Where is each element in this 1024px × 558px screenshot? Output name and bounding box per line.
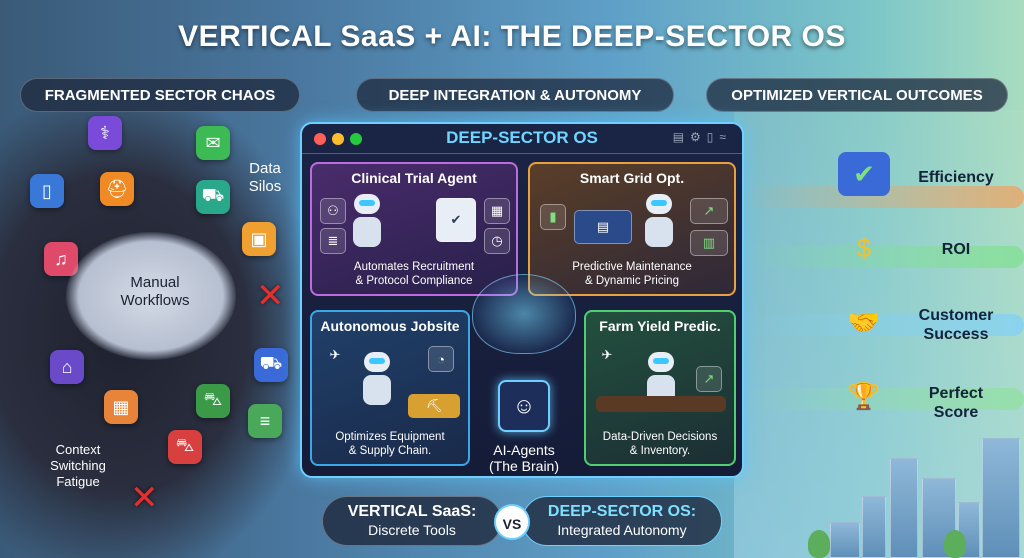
header-integration: DEEP INTEGRATION & AUTONOMY: [356, 78, 674, 112]
car-icon: ⛟: [254, 348, 288, 382]
soil-crops-icon: [596, 396, 726, 412]
panel-autonomous-jobsite[interactable]: Autonomous Jobsite ✈ ◔ ⛏ Optimizes Equip…: [310, 310, 470, 466]
panel-description: Optimizes Equipment & Supply Chain.: [335, 431, 445, 457]
building: [890, 458, 918, 558]
outcome-efficiency: Efficiency: [918, 169, 994, 186]
error-x-icon: ✕: [256, 277, 285, 315]
panel-title: Smart Grid Opt.: [579, 170, 685, 186]
header-outcomes: OPTIMIZED VERTICAL OUTCOMES: [706, 78, 1008, 112]
coins-growth-icon: $: [856, 232, 872, 263]
bar-chart-icon: ▥: [690, 230, 728, 256]
robot-icon: [358, 352, 396, 408]
gauge-icon: ◔: [428, 346, 454, 372]
trophy-icon: 🏆: [847, 380, 881, 411]
flow-stream: [744, 186, 1024, 208]
manual-workflows-label: Manual Workflows: [120, 274, 190, 309]
minimize-dot[interactable]: [332, 133, 344, 145]
panel-description: Predictive Maintenance & Dynamic Pricing: [572, 261, 692, 287]
panel-title: Autonomous Jobsite: [320, 318, 460, 334]
ai-agents-label: AI-Agents (The Brain): [488, 442, 560, 474]
calendar-icon: ▦: [484, 198, 510, 224]
hard-hat-icon: ⛑: [100, 172, 134, 206]
chat-icon[interactable]: ▤: [672, 130, 691, 144]
vs-badge: VS: [494, 504, 530, 540]
wifi-icon[interactable]: ≈: [719, 130, 732, 144]
brain-icon: [472, 274, 576, 354]
os-toolbar-icons: ▤⚙▯≈: [673, 130, 732, 144]
clock-icon: ◷: [484, 228, 510, 254]
panel-clinical-trial[interactable]: Clinical Trial Agent ⚇ ≣ ✔ ▦ ◷ Automates…: [310, 162, 518, 296]
maximize-dot[interactable]: [350, 133, 362, 145]
doc-icon[interactable]: ▯: [706, 130, 720, 144]
close-dot[interactable]: [314, 133, 326, 145]
vertical-saas-pill: VERTICAL SaaS: Discrete Tools: [322, 496, 502, 546]
panel-title: Clinical Trial Agent: [351, 170, 477, 186]
flow-stream: [744, 314, 1024, 336]
drone-icon: ✈: [329, 347, 341, 362]
outcome-roi: ROI: [941, 241, 971, 258]
ai-chip-robot-icon: ☺: [498, 380, 550, 432]
list-icon: ≣: [320, 228, 346, 254]
chat-icon: ✉: [196, 126, 230, 160]
error-x-icon: ✕: [130, 479, 159, 517]
tree: [808, 530, 830, 558]
deep-sector-os-pill: DEEP-SECTOR OS: Integrated Autonomy: [522, 496, 722, 546]
stethoscope-icon: ⚕: [88, 116, 122, 150]
drone-icon: ✈: [601, 347, 613, 362]
robot-icon: [348, 194, 386, 250]
building: [830, 522, 860, 558]
os-title: DEEP-SECTOR OS: [446, 128, 598, 147]
excavator-icon: ⛏: [408, 394, 460, 418]
panel-description: Automates Recruitment & Protocol Complia…: [353, 261, 475, 287]
tractor-icon: ⛍: [168, 430, 202, 464]
chart-growth-icon: ↗: [690, 198, 728, 224]
page-title: VERTICAL SaaS + AI: THE DEEP-SECTOR OS: [178, 20, 846, 53]
handshake-icon: 🤝: [847, 306, 881, 337]
manual-workflows-cloud: [66, 232, 236, 360]
flow-stream: [744, 388, 1024, 410]
deep-sector-os-window: DEEP-SECTOR OS ▤⚙▯≈ Clinical Trial Agent…: [300, 122, 744, 478]
building: [862, 496, 886, 558]
package-icon: ▦: [104, 390, 138, 424]
context-switching-label: Context Switching Fatigue: [50, 442, 106, 489]
panel-farm-yield[interactable]: Farm Yield Predic. ✈ ↗ Data-Driven Decis…: [584, 310, 736, 466]
os-title-bar: DEEP-SECTOR OS ▤⚙▯≈: [302, 124, 742, 154]
outcome-customer-success: Customer Success: [918, 307, 994, 343]
chart-growth-icon: ↗: [696, 366, 722, 392]
phone-icon: ▯: [30, 174, 64, 208]
robot-icon: [640, 194, 678, 250]
building: [982, 438, 1020, 558]
solar-panel-icon: ▤: [574, 210, 632, 244]
car-icon: ⛟: [196, 180, 230, 214]
field-icon: ≡: [248, 404, 282, 438]
user-icon: ⚇: [320, 198, 346, 224]
tractor-icon: ⛍: [196, 384, 230, 418]
bank-icon: ⌂: [50, 350, 84, 384]
tree: [944, 530, 966, 558]
battery-icon: ▮: [540, 204, 566, 230]
music-icon: ♫: [44, 242, 78, 276]
comparison-bar: VERTICAL SaaS: Discrete Tools DEEP-SECTO…: [322, 496, 722, 546]
outcome-perfect-score: Perfect Score: [928, 385, 984, 421]
data-silos-label: Data Silos: [248, 160, 282, 195]
flow-stream: [744, 246, 1024, 268]
clipboard-icon: ✔: [436, 198, 476, 242]
blueprint-check-icon: ✔: [838, 152, 890, 196]
panel-description: Data-Driven Decisions & Inventory.: [602, 431, 718, 457]
gear-icon[interactable]: ⚙: [690, 130, 707, 144]
panel-title: Farm Yield Predic.: [599, 318, 721, 334]
header-chaos: FRAGMENTED SECTOR CHAOS: [20, 78, 300, 112]
shopping-bag-icon: ▣: [242, 222, 276, 256]
panel-smart-grid[interactable]: Smart Grid Opt. ▮ ▤ ↗ ▥ Predictive Maint…: [528, 162, 736, 296]
